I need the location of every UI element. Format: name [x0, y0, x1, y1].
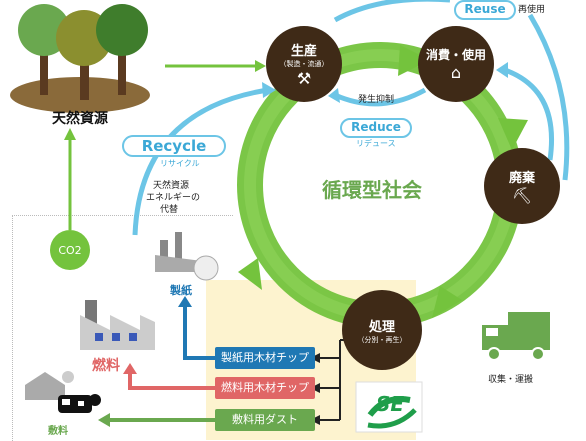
fuel-arrow-head — [123, 363, 137, 374]
reduce-arrow-head — [328, 88, 340, 103]
processing-title: 処理 — [368, 319, 395, 335]
consumption-node: 消費・使用 ⌂ — [418, 26, 494, 102]
fuel-path — [128, 372, 215, 390]
ring-arrow-4 — [238, 258, 262, 290]
reduce-pill: Reduce — [340, 118, 412, 138]
paper-chip-bar: 製紙用木材チップ — [215, 347, 315, 369]
ring-arrow-1 — [398, 45, 430, 76]
feed-dust-bar: 敷料用ダスト — [215, 409, 315, 431]
house-family-icon: ⌂ — [450, 63, 462, 82]
collection-label: 収集・運搬 — [488, 375, 534, 385]
paper-label: 製紙 — [170, 284, 192, 297]
fuel-chip-bar: 燃料用木材チップ — [215, 377, 315, 399]
reduce-jp-label: リデュース — [356, 139, 396, 148]
excavator-icon: ⛏ — [511, 186, 533, 205]
cycle-society-label: 循環型社会 — [322, 178, 422, 202]
feed-arrow-head — [98, 413, 110, 427]
feed-label: 敷料 — [48, 426, 68, 437]
paper-mill-icon — [155, 232, 219, 281]
paper-path — [183, 305, 215, 360]
cow-icon — [58, 394, 101, 413]
farm-icon — [25, 371, 74, 400]
bar2-arrowhead — [310, 383, 320, 393]
consumption-arrow-head — [496, 62, 508, 78]
disposal-to-consumption-arc — [504, 67, 554, 161]
paper-arrow-head — [178, 296, 192, 307]
energy-line-3: 代替 — [160, 205, 179, 215]
truck-icon — [482, 312, 550, 361]
factory-icon — [80, 300, 155, 350]
ring-arrow-2 — [498, 118, 528, 150]
disposal-title: 廃棄 — [508, 171, 535, 186]
se-logo-text: SE — [376, 392, 405, 416]
production-node: 生産 （製造・流通） ⚒ — [266, 26, 342, 102]
co2-arrow-head — [64, 128, 76, 140]
recycle-pill: Recycle — [122, 135, 226, 157]
suppression-label: 発生抑制 — [358, 95, 395, 105]
co2-badge: CO2 — [50, 230, 90, 270]
ring-arrow-3 — [432, 286, 462, 318]
worker-icon: ⚒ — [296, 69, 312, 88]
fuel-label: 燃料 — [92, 358, 120, 374]
bar3-arrowhead — [310, 415, 320, 425]
reuse-pill: Reuse — [454, 0, 516, 20]
processing-node: 処理 （分別・再生） — [342, 290, 422, 370]
bar1-arrowhead — [310, 353, 320, 363]
reuse-arc-right — [527, 13, 570, 181]
energy-line-2: エネルギーの — [146, 193, 201, 203]
forest-icon — [10, 4, 150, 113]
consumption-title: 消費・使用 — [425, 48, 486, 62]
disposal-node: 廃棄 ⛏ — [484, 148, 560, 224]
reuse-jp-label: 再使用 — [518, 5, 546, 15]
natural-resources-label: 天然資源 — [52, 111, 108, 127]
resource-arrow-head — [255, 60, 266, 72]
recycle-jp-label: リサイクル — [160, 159, 200, 168]
se-logo — [355, 381, 423, 433]
recycle-arrow-head — [262, 82, 276, 98]
dotted-boundary — [12, 215, 233, 441]
reduce-arc — [333, 87, 427, 107]
production-title: 生産 — [290, 44, 317, 59]
production-sub: （製造・流通） — [279, 60, 329, 68]
co2-label: CO2 — [58, 243, 82, 257]
energy-line-1: 天然資源 — [153, 181, 190, 191]
reuse-arc — [333, 0, 450, 23]
processing-sub: （分別・再生） — [357, 335, 407, 344]
